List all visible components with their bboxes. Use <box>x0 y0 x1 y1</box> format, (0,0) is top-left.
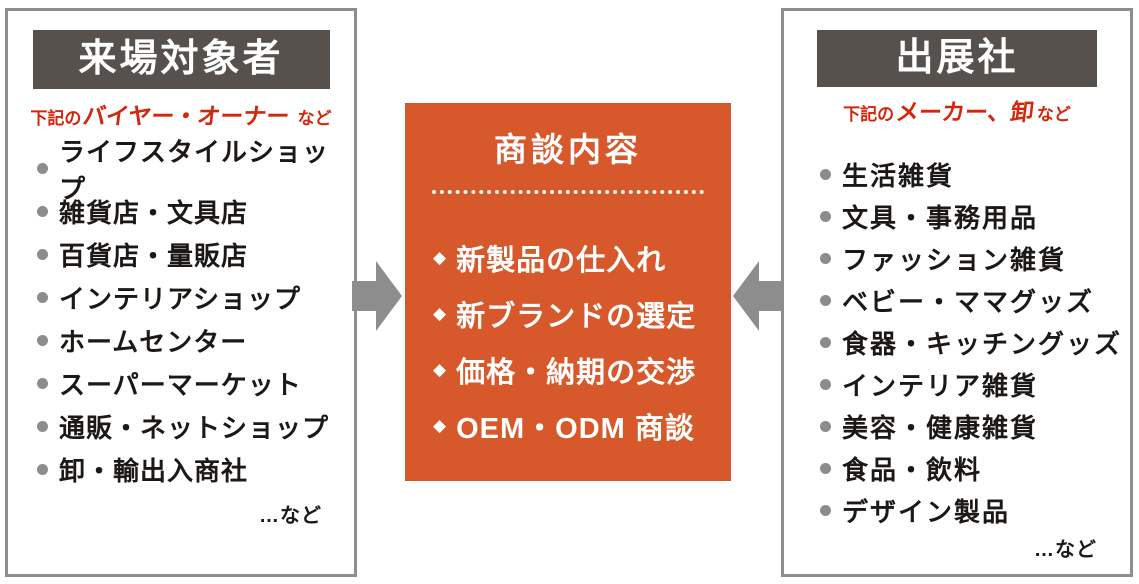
visitor-item: 通販・ネットショップ <box>37 405 354 448</box>
visitor-item: ライフスタイルショップ <box>37 137 354 204</box>
bullet-dot-icon <box>37 378 48 389</box>
visitor-item-label: 百貨店・量販店 <box>59 241 249 271</box>
bullet-dot-icon <box>820 504 831 516</box>
visitor-item-label: ライフスタイルショップ <box>59 136 330 204</box>
bullet-dot-icon <box>820 378 831 390</box>
visitor-item: 雑貨店・文具店 <box>37 190 354 233</box>
exhibitor-item-label: 文具・事務用品 <box>842 202 1039 233</box>
bullet-dot-icon <box>820 294 831 306</box>
bullet-dot-icon <box>37 249 48 260</box>
visitor-item-label: 雑貨店・文具店 <box>59 198 249 228</box>
diamond-bullet-icon: ◆ <box>433 304 448 323</box>
exhibitor-item: ベビー・ママグッズ <box>820 279 1130 321</box>
bullet-dot-icon <box>37 292 48 303</box>
bullet-dot-icon <box>820 420 831 432</box>
bullet-dot-icon <box>820 336 831 348</box>
visitor-item-label: 卸・輸出入商社 <box>59 456 249 486</box>
exhibitors-subtitle-suffix: など <box>1036 105 1071 124</box>
exhibitor-item: インテリア雑貨 <box>820 363 1130 405</box>
visitor-item-label: 通販・ネットショップ <box>59 413 330 443</box>
bullet-dot-icon <box>820 462 831 474</box>
visitor-item: ホームセンター <box>37 319 354 362</box>
visitors-panel-title-text: 来場対象者 <box>78 38 284 80</box>
exhibitor-item: 食品・飲料 <box>820 447 1130 489</box>
exhibitors-subtitle-emphasis: メーカー、卸 <box>894 99 1036 125</box>
visitor-item-label: スーパーマーケット <box>59 370 302 400</box>
visitor-item-label: インテリアショップ <box>59 284 301 314</box>
visitor-item: インテリアショップ <box>37 276 354 319</box>
negotiation-panel: 商談内容 ◆ 新製品の仕入れ ◆ 新ブランドの選定 ◆ 価格・納期の交渉 ◆ OEM・O… <box>405 103 731 481</box>
dotted-separator <box>432 190 704 194</box>
exhibitors-panel-title: 出展社 <box>817 30 1097 87</box>
bullet-dot-icon <box>37 464 48 475</box>
bullet-dot-icon <box>37 421 48 432</box>
visitor-item: 卸・輸出入商社 <box>37 448 354 491</box>
exhibitors-list: 生活雑貨 文具・事務用品 ファッション雑貨 ベビー・ママグッズ 食器・キッチング… <box>784 153 1130 531</box>
negotiation-panel-title: 商談内容 <box>494 131 642 168</box>
negotiation-item-label: OEM・ODM 商談 <box>456 413 695 445</box>
negotiation-item: ◆ OEM・ODM 商談 <box>433 398 731 454</box>
bullet-dot-icon <box>37 163 48 174</box>
negotiation-list: ◆ 新製品の仕入れ ◆ 新ブランドの選定 ◆ 価格・納期の交渉 ◆ OEM・ODM 商談 <box>405 230 731 454</box>
exhibitor-item: デザイン製品 <box>820 489 1130 531</box>
negotiation-item-label: 新製品の仕入れ <box>456 245 667 277</box>
visitor-item: スーパーマーケット <box>37 362 354 405</box>
exhibitor-item-label: ベビー・ママグッズ <box>842 286 1095 317</box>
bullet-dot-icon <box>820 168 831 180</box>
exhibitor-item-label: ファッション雑貨 <box>842 244 1067 275</box>
exhibitor-item-label: 食器・キッチングッズ <box>842 328 1123 359</box>
visitors-list: ライフスタイルショップ 雑貨店・文具店 百貨店・量販店 インテリアショップ ホー… <box>8 137 354 491</box>
visitors-subtitle-prefix: 下記の <box>30 109 82 128</box>
visitors-panel-subtitle: 下記のバイヤー・オーナーなど <box>8 101 354 135</box>
bullet-dot-icon <box>37 206 48 217</box>
visitors-panel: 来場対象者 下記のバイヤー・オーナーなど ライフスタイルショップ 雑貨店・文具店… <box>5 8 357 577</box>
exhibitor-item: 食器・キッチングッズ <box>820 321 1130 363</box>
visitors-etc-label: …など <box>259 505 322 527</box>
arrow-right-icon <box>352 261 402 331</box>
visitors-subtitle-emphasis: バイヤー・オーナー <box>81 103 292 129</box>
negotiation-item: ◆ 新ブランドの選定 <box>433 286 731 342</box>
exhibitor-item: 文具・事務用品 <box>820 195 1130 237</box>
exhibitor-item-label: 美容・健康雑貨 <box>842 412 1039 443</box>
exhibitor-item-label: 食品・飲料 <box>842 454 983 485</box>
diamond-bullet-icon: ◆ <box>433 248 448 267</box>
exhibitors-panel-title-text: 出展社 <box>895 37 1019 79</box>
exhibitor-item: ファッション雑貨 <box>820 237 1130 279</box>
visitor-item-label: ホームセンター <box>59 327 248 357</box>
visitors-panel-title: 来場対象者 <box>32 30 330 89</box>
exhibitors-etc-label: …など <box>1034 539 1097 561</box>
exhibitor-item: 美容・健康雑貨 <box>820 405 1130 447</box>
negotiation-item: ◆ 新製品の仕入れ <box>433 230 731 286</box>
bullet-dot-icon <box>820 210 831 222</box>
exhibitors-subtitle-prefix: 下記の <box>843 105 895 124</box>
exhibitors-panel-subtitle: 下記のメーカー、卸など <box>784 97 1130 131</box>
exhibitor-item-label: 生活雑貨 <box>842 160 955 191</box>
exhibitors-panel: 出展社 下記のメーカー、卸など 生活雑貨 文具・事務用品 ファッション雑貨 ベビ… <box>781 8 1133 577</box>
exhibitor-item: 生活雑貨 <box>820 153 1130 195</box>
bullet-dot-icon <box>820 252 831 264</box>
visitor-item: 百貨店・量販店 <box>37 233 354 276</box>
exhibitor-item-label: デザイン製品 <box>842 496 1011 527</box>
negotiation-item-label: 新ブランドの選定 <box>456 301 697 333</box>
visitors-subtitle-suffix: など <box>297 109 332 128</box>
exhibitor-item-label: インテリア雑貨 <box>842 370 1039 401</box>
bullet-dot-icon <box>37 335 48 346</box>
arrow-left-icon <box>733 261 783 331</box>
diamond-bullet-icon: ◆ <box>433 360 448 379</box>
diamond-bullet-icon: ◆ <box>433 416 448 435</box>
negotiation-item: ◆ 価格・納期の交渉 <box>433 342 731 398</box>
negotiation-item-label: 価格・納期の交渉 <box>456 357 697 389</box>
